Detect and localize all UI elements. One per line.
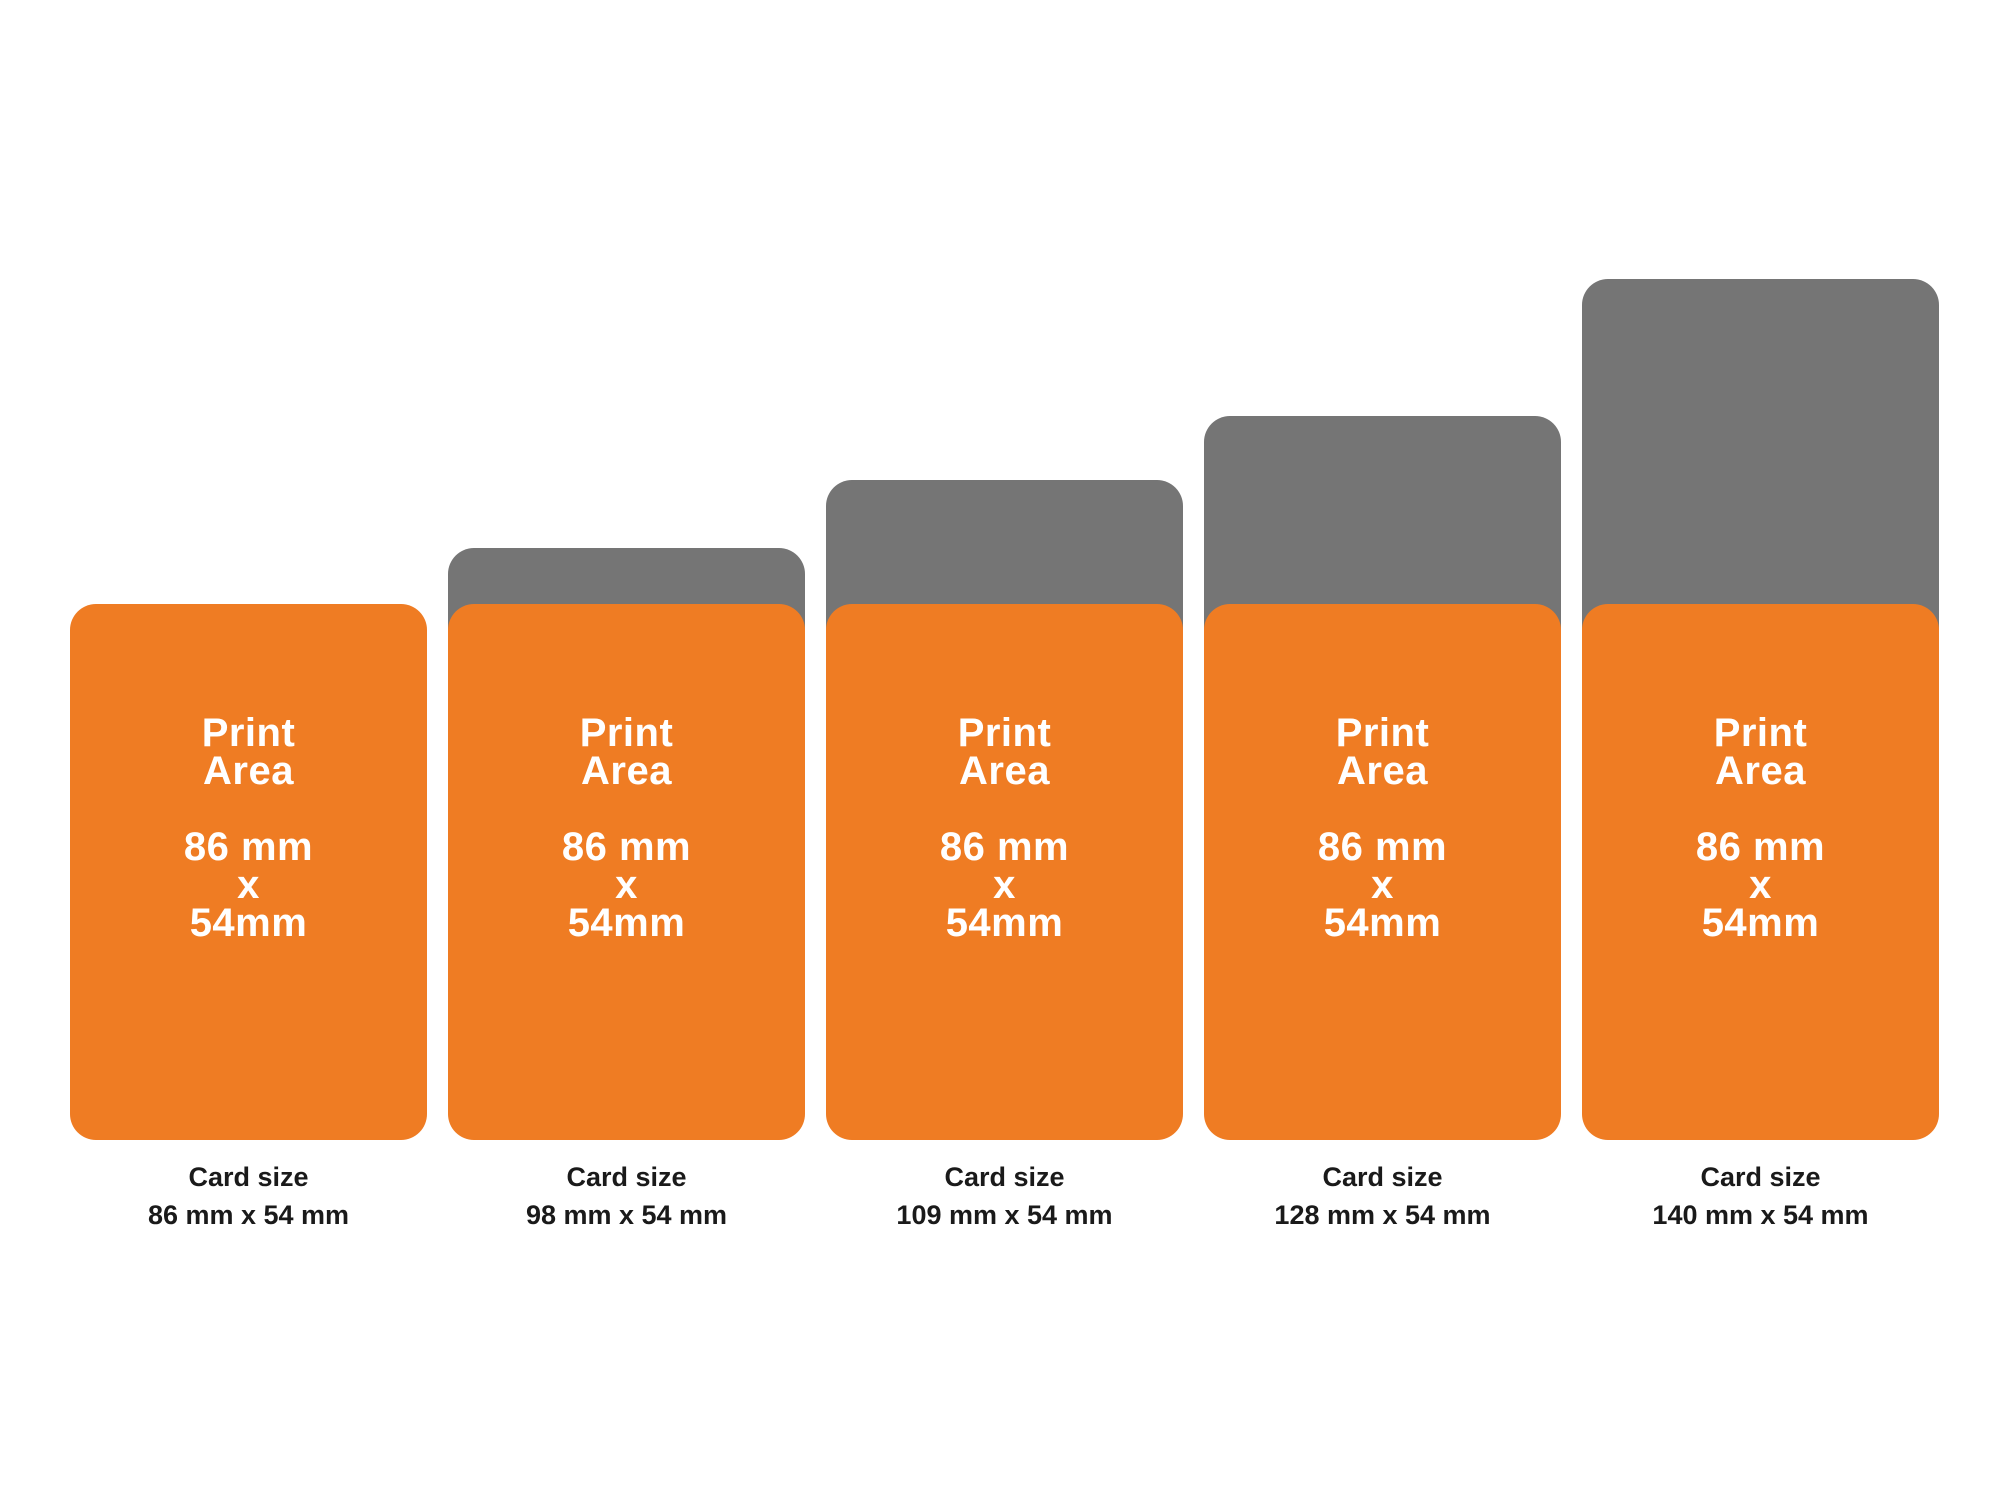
print-area: Print Area 86 mm x 54mm [1582, 604, 1939, 1140]
print-label-line1: Print [579, 711, 674, 755]
caption-size: 109 mm x 54 mm [896, 1200, 1113, 1230]
print-dim-x: x [993, 863, 1016, 907]
card-size-caption: Card size 86 mm x 54 mm [30, 1158, 467, 1234]
spacer [1204, 790, 1561, 828]
print-label-line1: Print [1335, 711, 1430, 755]
print-area: Print Area 86 mm x 54mm [1204, 604, 1561, 1140]
caption-size: 128 mm x 54 mm [1274, 1200, 1491, 1230]
print-dim-width: 86 mm [561, 825, 692, 869]
print-label-line2: Area [959, 749, 1050, 793]
print-dim-height: 54mm [1323, 901, 1442, 945]
spacer [1582, 790, 1939, 828]
spacer [448, 790, 805, 828]
spacer [70, 790, 427, 828]
print-area: Print Area 86 mm x 54mm [70, 604, 427, 1140]
print-dim-width: 86 mm [183, 825, 314, 869]
print-label-line2: Area [1337, 749, 1428, 793]
print-label-line2: Area [1715, 749, 1806, 793]
card-size-caption: Card size 109 mm x 54 mm [786, 1158, 1223, 1234]
caption-title: Card size [1700, 1162, 1821, 1192]
print-dim-height: 54mm [945, 901, 1064, 945]
card-size-caption: Card size 98 mm x 54 mm [408, 1158, 845, 1234]
spacer [826, 790, 1183, 828]
print-dim-width: 86 mm [1317, 825, 1448, 869]
card-86mm: Print Area 86 mm x 54mm Card size 86 mm … [70, 0, 427, 1500]
print-label-line2: Area [203, 749, 294, 793]
card-size-caption: Card size 140 mm x 54 mm [1542, 1158, 1979, 1234]
print-dim-x: x [615, 863, 638, 907]
print-dim-x: x [237, 863, 260, 907]
print-dim-width: 86 mm [1695, 825, 1826, 869]
print-dim-x: x [1371, 863, 1394, 907]
print-area-label: Print Area 86 mm x 54mm [448, 711, 805, 945]
card-109mm: Print Area 86 mm x 54mm Card size 109 mm… [826, 0, 1183, 1500]
print-label-line2: Area [581, 749, 672, 793]
caption-size: 86 mm x 54 mm [147, 1200, 350, 1230]
print-area-label: Print Area 86 mm x 54mm [1582, 711, 1939, 945]
print-area-label: Print Area 86 mm x 54mm [70, 711, 427, 945]
card-size-caption: Card size 128 mm x 54 mm [1164, 1158, 1601, 1234]
caption-title: Card size [944, 1162, 1065, 1192]
caption-size: 98 mm x 54 mm [525, 1200, 728, 1230]
card-128mm: Print Area 86 mm x 54mm Card size 128 mm… [1204, 0, 1561, 1500]
print-label-line1: Print [957, 711, 1052, 755]
print-area-label: Print Area 86 mm x 54mm [1204, 711, 1561, 945]
print-dim-width: 86 mm [939, 825, 1070, 869]
print-dim-height: 54mm [189, 901, 308, 945]
caption-title: Card size [1322, 1162, 1443, 1192]
print-area: Print Area 86 mm x 54mm [826, 604, 1183, 1140]
caption-size: 140 mm x 54 mm [1652, 1200, 1869, 1230]
caption-title: Card size [566, 1162, 687, 1192]
print-area: Print Area 86 mm x 54mm [448, 604, 805, 1140]
print-dim-height: 54mm [567, 901, 686, 945]
card-140mm: Print Area 86 mm x 54mm Card size 140 mm… [1582, 0, 1939, 1500]
print-label-line1: Print [1713, 711, 1808, 755]
print-label-line1: Print [201, 711, 296, 755]
card-98mm: Print Area 86 mm x 54mm Card size 98 mm … [448, 0, 805, 1500]
print-dim-height: 54mm [1701, 901, 1820, 945]
caption-title: Card size [188, 1162, 309, 1192]
print-dim-x: x [1749, 863, 1772, 907]
print-area-label: Print Area 86 mm x 54mm [826, 711, 1183, 945]
